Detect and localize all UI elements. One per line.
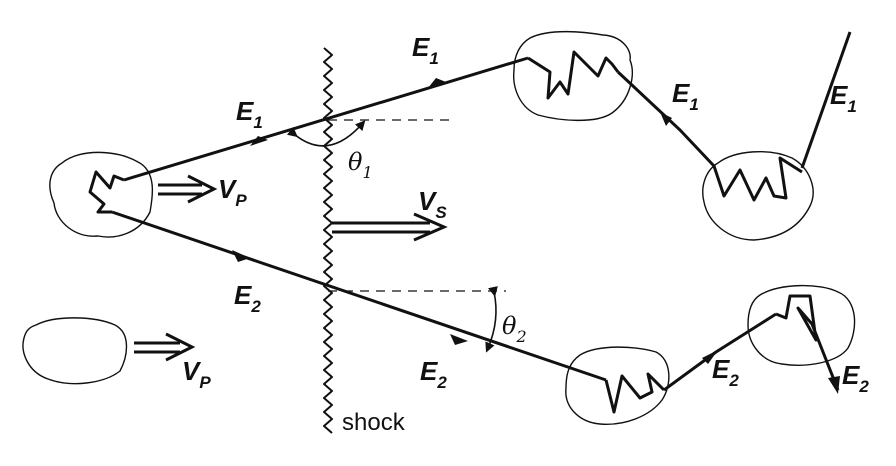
vp-arrow-upper xyxy=(158,174,218,204)
label-e2-far-right: E2 xyxy=(842,360,869,396)
arrow-e2-right xyxy=(702,350,718,364)
theta2-arc xyxy=(485,286,498,353)
scattering-cloud-bottom-right xyxy=(747,284,856,366)
theta1-arc xyxy=(286,120,366,147)
label-vs: VS xyxy=(418,186,447,222)
shock-front xyxy=(323,47,333,434)
arrow-e1-top xyxy=(428,78,446,88)
scattering-cloud-bottom-middle xyxy=(565,346,670,425)
label-e1-far-right: E1 xyxy=(830,80,857,116)
trajectory-e2-lower xyxy=(111,210,607,382)
arrow-e2-middle xyxy=(450,334,468,345)
arrow-e1-middle-right xyxy=(660,112,672,126)
scattering-cloud-top-right xyxy=(513,30,633,122)
label-e2-middle: E2 xyxy=(420,356,447,392)
label-e2-left: E2 xyxy=(234,280,261,316)
scatter-path-bottom-middle xyxy=(604,372,666,414)
scattering-cloud-upper-left xyxy=(49,151,154,238)
label-e1-left: E1 xyxy=(236,96,263,132)
trajectory-e1-far-right xyxy=(800,31,852,169)
label-theta1: θ1 xyxy=(348,148,373,182)
label-vp-lower: VP xyxy=(182,356,211,392)
arrow-e2-far-right xyxy=(828,376,840,394)
scatter-path-bottom-right xyxy=(775,294,840,391)
scatter-path-top-right xyxy=(527,50,620,100)
scatter-path-upper-left xyxy=(88,170,125,214)
vs-arrow xyxy=(332,212,448,242)
label-vp-upper: VP xyxy=(218,174,247,210)
scatter-path-middle-right xyxy=(616,70,803,202)
scattering-cloud-lower-left xyxy=(22,317,128,385)
arrow-e1-left xyxy=(250,136,268,146)
label-e2-right: E2 xyxy=(712,354,739,390)
label-e1-top: E1 xyxy=(412,32,439,68)
arrow-e2-left xyxy=(232,250,250,262)
label-theta2: θ2 xyxy=(502,312,527,346)
trajectory-e1-upper xyxy=(123,56,529,182)
vp-arrow-lower xyxy=(134,332,196,362)
label-shock: shock xyxy=(342,409,406,436)
label-e1-middle-right: E1 xyxy=(672,78,699,114)
